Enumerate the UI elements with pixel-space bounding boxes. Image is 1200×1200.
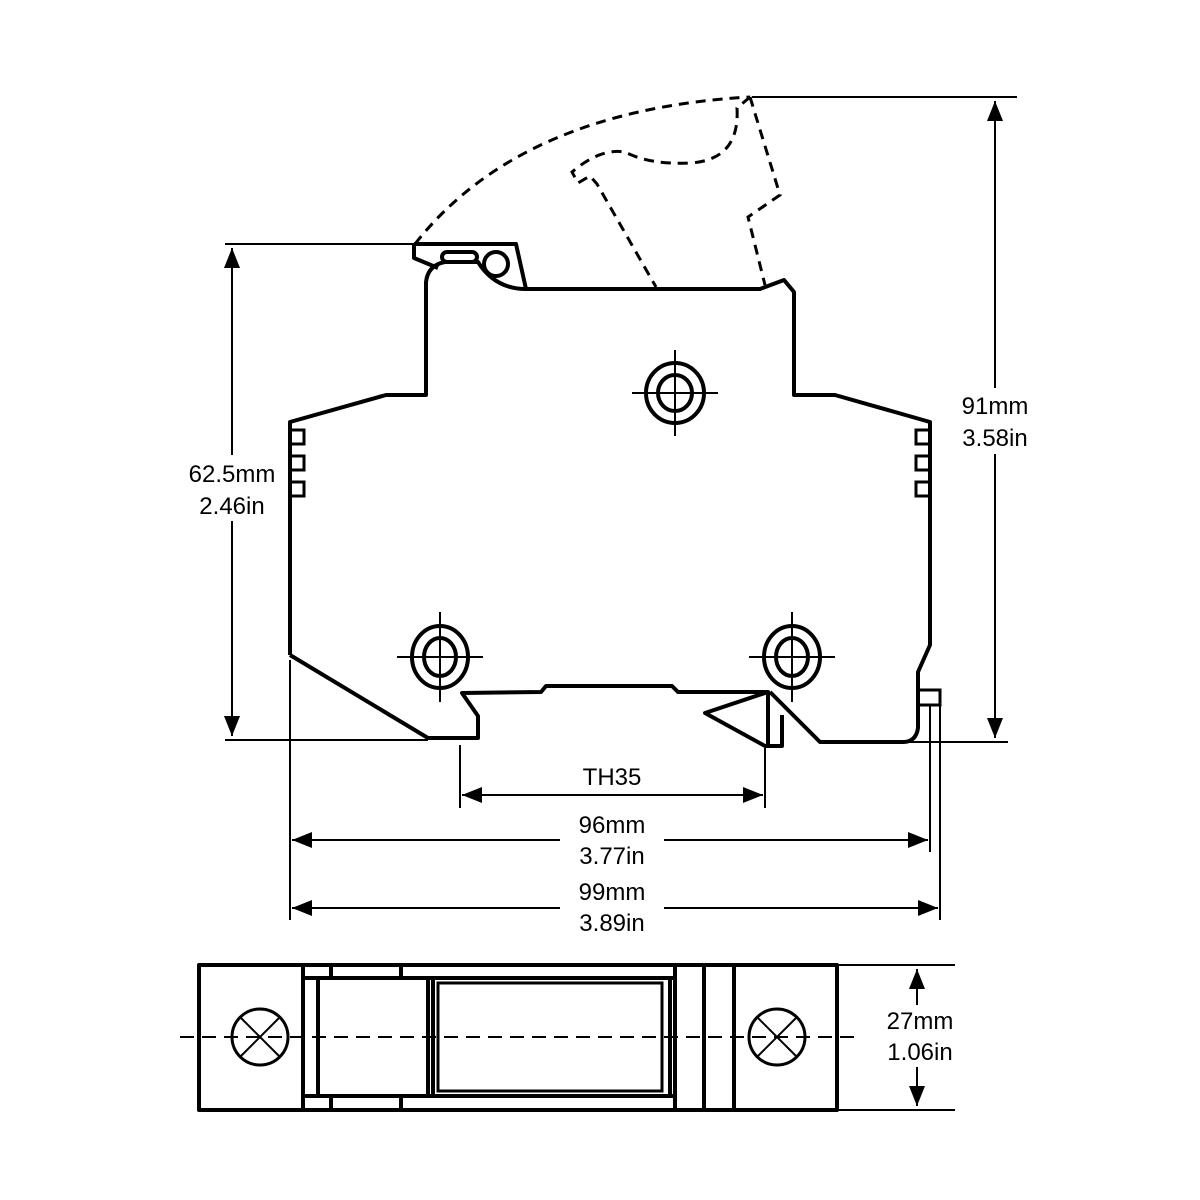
depth-in: 1.06in [887,1039,952,1066]
handle-slot [440,250,479,264]
handle-base [412,242,528,290]
screw-x-icon-right [747,1007,807,1067]
front-view [288,95,942,748]
terminal-screw-top [632,350,718,436]
latch-tab [916,688,942,707]
top-view [180,963,860,1112]
total-width-in: 3.89in [579,910,644,937]
vent-slots-left [292,428,306,498]
total-height-mm: 91mm [962,393,1029,420]
dimension-lines [180,96,1040,1111]
handle-pivot [482,250,510,278]
din-clip [288,653,784,748]
terminal-screw-left [397,612,483,702]
body-height-in: 2.46in [199,493,264,520]
total-width-mm: 99mm [579,879,646,906]
screw-x-icon-left [230,1007,290,1067]
handle-open-outline [570,95,782,288]
body-height-mm: 62.5mm [189,461,276,488]
terminal-screw-right [749,612,835,702]
depth-mm: 27mm [887,1008,954,1035]
total-height-in: 3.58in [962,425,1027,452]
rail-label: TH35 [583,764,642,791]
vent-slots-right [914,428,928,498]
inner-width-mm: 96mm [579,812,646,839]
inner-width-in: 3.77in [579,843,644,870]
handle-open-arc [413,95,751,245]
body-outline [288,260,932,744]
